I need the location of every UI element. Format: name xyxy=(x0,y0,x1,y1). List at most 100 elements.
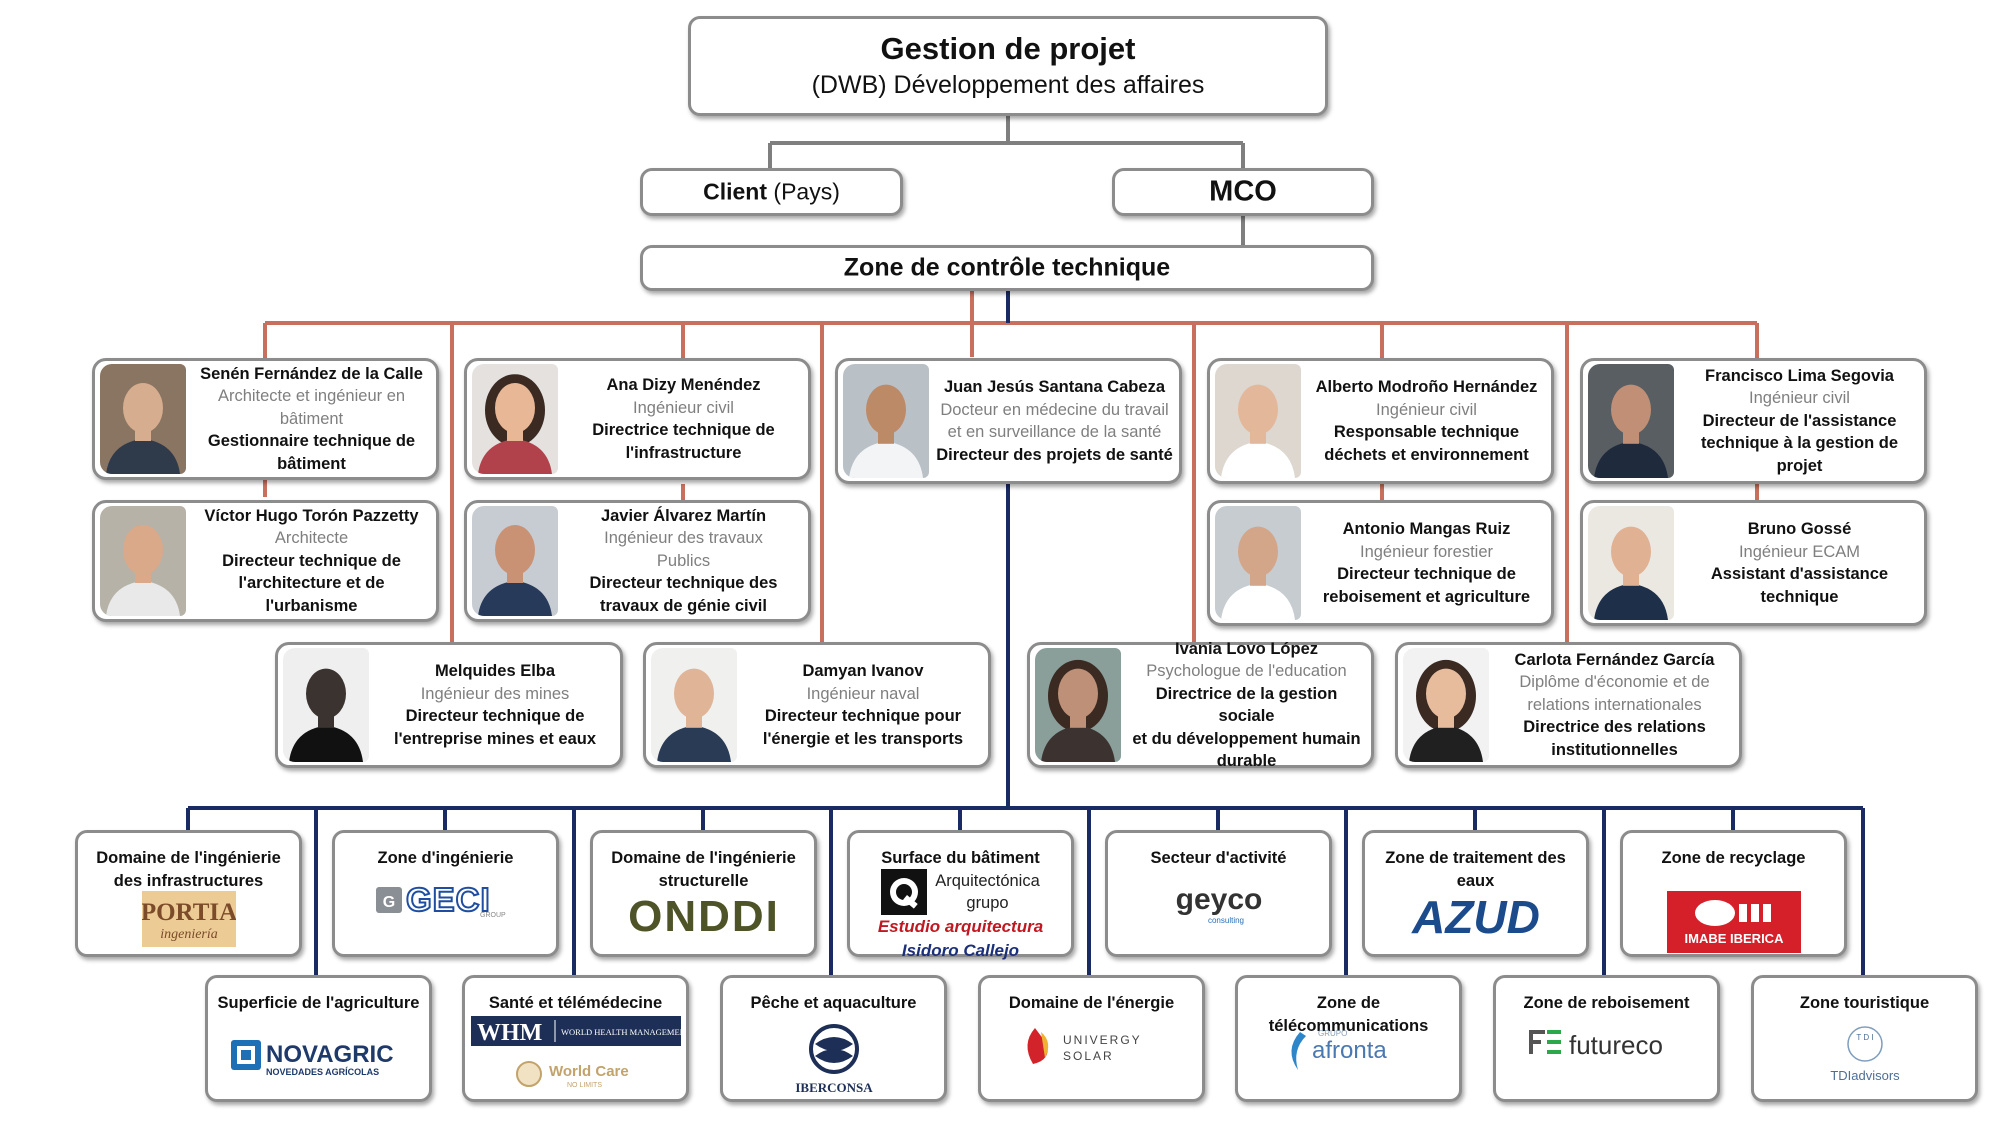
svg-text:NOVAGRIC: NOVAGRIC xyxy=(266,1041,394,1068)
svg-text:consulting: consulting xyxy=(1207,916,1243,925)
activity-area-card: Zone de télécommunications GRUPO afronta xyxy=(1235,975,1462,1102)
project-management-box: Gestion de projet (DWB) Développement de… xyxy=(688,16,1328,116)
client-label: Client xyxy=(703,178,768,205)
person-degree: Docteur en médecine du travail xyxy=(940,400,1169,419)
svg-text:WORLD HEALTH MANAGEMENT: WORLD HEALTH MANAGEMENT xyxy=(561,1027,681,1037)
person-name: Francisco Lima Segovia xyxy=(1705,366,1894,385)
area-label: Santé et télémédecine xyxy=(488,994,663,1012)
mco-box: MCO xyxy=(1112,168,1374,216)
person-photo xyxy=(1035,648,1121,762)
person-role: déchets et environnement xyxy=(1324,445,1529,464)
person-role: reboisement et agriculture xyxy=(1322,587,1531,606)
logo-grupo: grupo xyxy=(966,894,1009,912)
activity-area-card: Pêche et aquaculture IBERCONSA xyxy=(720,975,947,1102)
area-label: Zone de télécommunications xyxy=(1268,994,1429,1035)
person-role: Gestionnaire technique de xyxy=(207,432,416,451)
area-label: Secteur d'activité xyxy=(1150,849,1287,867)
person-degree: Psychologue de l'education xyxy=(1146,662,1347,680)
person-role: l'architecture et de xyxy=(238,574,385,593)
svg-text:TDIadvisors: TDIadvisors xyxy=(1830,1068,1900,1083)
activity-area-card: Zone touristique T D I TDIadvisors xyxy=(1751,975,1978,1102)
person-degree: Ingénieur civil xyxy=(1376,400,1477,419)
person-degree: Diplôme d'économie et de xyxy=(1519,673,1710,692)
azud-logo-icon: AZUD xyxy=(1411,891,1540,939)
novagric-logo: NOVAGRIC NOVEDADES AGRÍCOLAS xyxy=(208,1034,429,1078)
person-degree: bâtiment xyxy=(279,409,344,428)
person-role: l'entreprise mines et eaux xyxy=(393,729,596,748)
business-development-subtitle: (DWB) Développement des affaires xyxy=(811,71,1205,99)
whm-logo: WHM WORLD HEALTH MANAGEMENT World Care N… xyxy=(465,1016,686,1090)
person-role: Directeur technique pour xyxy=(764,707,962,725)
person-degree: Ingénieur civil xyxy=(1749,389,1850,408)
svg-text:UNIVERGY: UNIVERGY xyxy=(1063,1033,1142,1047)
activity-area-card: Surface du bâtiment Arquitectónica grupo… xyxy=(847,830,1074,960)
area-label: Zone de reboisement xyxy=(1523,994,1690,1012)
person-role: Directrice de la gestion sociale xyxy=(1155,684,1338,726)
azud-logo: AZUD xyxy=(1365,891,1586,939)
logo-isidoro: Isidoro Callejo xyxy=(901,941,1020,960)
area-label: Domaine de l'ingénierie structurelle xyxy=(611,849,796,890)
activity-area-card: Santé et télémédecine WHM WORLD HEALTH M… xyxy=(462,975,689,1102)
futureco-logo-icon: futureco xyxy=(1528,1030,1663,1060)
person-photo xyxy=(1588,506,1674,620)
client-country-label: (Pays) xyxy=(767,178,840,205)
portia-logo-icon: PORTIA ingeniería xyxy=(141,891,236,947)
technical-control-zone-label: Zone de contrôle technique xyxy=(843,253,1171,282)
novagric-logo-icon: NOVAGRIC NOVEDADES AGRÍCOLAS xyxy=(230,1040,394,1077)
activity-area-card: Zone de reboisement futureco xyxy=(1493,975,1720,1102)
activity-area-card: Domaine de l'énergie UNIVERGY SOLAR xyxy=(978,975,1205,1102)
person-role: Assistant d'assistance xyxy=(1710,565,1889,583)
person-photo xyxy=(100,364,186,474)
tdi-logo: T D I TDIadvisors xyxy=(1754,1024,1975,1086)
svg-text:geyco: geyco xyxy=(1175,883,1262,916)
area-label: Pêche et aquaculture xyxy=(750,994,917,1012)
person-role: institutionnelles xyxy=(1551,740,1678,759)
portia-logo: PORTIA ingeniería xyxy=(78,891,299,947)
person-role: Directrice des relations xyxy=(1523,718,1706,737)
futureco-logo: futureco xyxy=(1496,1024,1717,1064)
person-role: Directrice technique de xyxy=(592,421,775,439)
person-name: Javier Álvarez Martín xyxy=(600,506,767,525)
person-degree: Ingénieur civil xyxy=(633,398,734,417)
tdi-logo-icon: T D I TDIadvisors xyxy=(1830,1026,1900,1083)
person-role: durable xyxy=(1216,752,1277,770)
area-label: Zone touristique xyxy=(1799,994,1930,1012)
person-name: Víctor Hugo Torón Pazzetty xyxy=(204,506,419,525)
activity-area-card: Domaine de l'ingénierie des infrastructu… xyxy=(75,830,302,957)
activity-area-card: Domaine de l'ingénierie structurelle OND… xyxy=(590,830,817,957)
area-label: Zone de recyclage xyxy=(1661,849,1806,867)
person-role: Directeur de l'assistance xyxy=(1702,411,1897,430)
person-role: et du développement humain xyxy=(1132,729,1361,748)
svg-text:NOVEDADES AGRÍCOLAS: NOVEDADES AGRÍCOLAS xyxy=(266,1067,379,1077)
svg-text:PORTIA: PORTIA xyxy=(142,899,236,926)
onddi-logo: ONDDI xyxy=(593,891,814,941)
person-degree: Ingénieur forestier xyxy=(1360,542,1493,561)
person-degree: Architecte et ingénieur en xyxy=(217,387,406,406)
svg-text:futureco: futureco xyxy=(1569,1030,1663,1060)
person-photo xyxy=(843,364,929,478)
person-role: Directeur technique de xyxy=(1337,565,1516,583)
project-management-title: Gestion de projet xyxy=(880,31,1136,66)
person-role: technique à la gestion de xyxy=(1700,434,1899,453)
svg-text:World Care: World Care xyxy=(549,1063,629,1080)
person-name: Senén Fernández de la Calle xyxy=(200,364,423,383)
person-role: l'énergie et les transports xyxy=(762,729,964,748)
svg-text:G: G xyxy=(382,894,394,911)
person-role: Directeur technique des xyxy=(589,574,778,593)
person-photo xyxy=(1215,506,1301,620)
person-degree: Ingénieur des mines xyxy=(420,684,570,703)
area-label: Domaine de l'ingénierie des infrastructu… xyxy=(96,849,281,890)
person-degree: Ingénieur ECAM xyxy=(1738,542,1861,561)
